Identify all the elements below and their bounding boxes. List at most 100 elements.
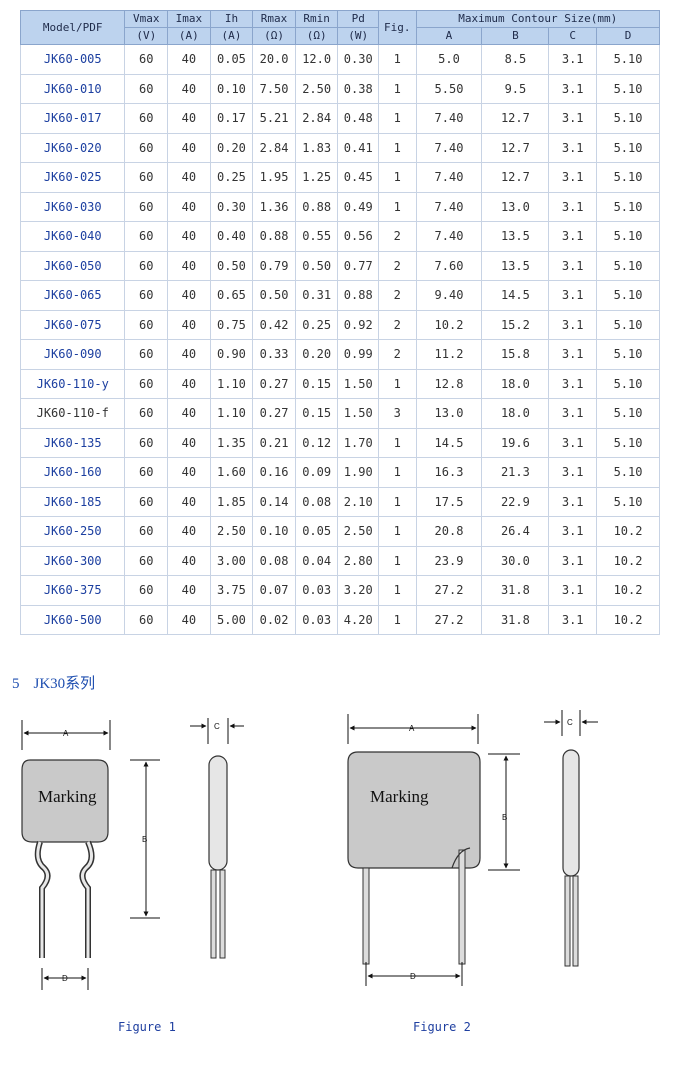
model-link[interactable]: JK60-160 — [19, 457, 126, 488]
model-link[interactable]: JK60-135 — [19, 427, 126, 458]
table-cell: 3.1 — [548, 191, 598, 222]
table-cell: 15.2 — [481, 309, 550, 340]
table-cell: 2.84 — [252, 132, 296, 163]
model-link[interactable]: JK60-065 — [19, 280, 126, 311]
header-rmin-unit: (Ω) — [294, 27, 339, 45]
table-cell: 22.9 — [481, 486, 550, 517]
table-cell: 1 — [378, 44, 417, 75]
table-cell: 7.40 — [415, 191, 483, 222]
table-cell: 0.08 — [252, 545, 296, 576]
model-link[interactable]: JK60-250 — [19, 516, 126, 547]
fig2-dim-d: D — [410, 972, 416, 981]
header-pd-unit: (W) — [337, 27, 379, 45]
header-imax-unit: (A) — [167, 27, 211, 45]
table-cell: 10.2 — [596, 545, 660, 576]
header-dim-a: A — [415, 27, 483, 45]
table-cell: 1 — [378, 457, 417, 488]
table-cell: 8.5 — [481, 44, 550, 75]
table-cell: 40 — [167, 221, 211, 252]
model-link[interactable]: JK60-110-y — [19, 368, 126, 399]
model-link[interactable]: JK60-300 — [19, 545, 126, 576]
table-cell: 60 — [124, 398, 169, 429]
table-cell: 0.05 — [209, 44, 254, 75]
table-cell: 5.10 — [596, 457, 660, 488]
table-cell: 40 — [167, 604, 211, 635]
model-link[interactable]: JK60-017 — [19, 103, 126, 134]
table-cell: 0.92 — [337, 309, 379, 340]
model-link[interactable]: JK60-090 — [19, 339, 126, 370]
table-cell: 40 — [167, 339, 211, 370]
table-cell: 1.60 — [209, 457, 254, 488]
model-link[interactable]: JK60-500 — [19, 604, 126, 635]
table-cell: 40 — [167, 44, 211, 75]
table-cell: 7.60 — [415, 250, 483, 281]
table-cell: 0.90 — [209, 339, 254, 370]
table-cell: 1.50 — [337, 368, 379, 399]
model-link[interactable]: JK60-005 — [19, 44, 126, 75]
table-cell: 60 — [124, 486, 169, 517]
model-link[interactable]: JK60-375 — [19, 575, 126, 606]
table-cell: 2 — [378, 309, 417, 340]
table-cell: 40 — [167, 132, 211, 163]
table-cell: 3.00 — [209, 545, 254, 576]
table-cell: 5.21 — [252, 103, 296, 134]
table-cell: 60 — [124, 73, 169, 104]
table-cell: 12.7 — [481, 103, 550, 134]
table-cell: 3.1 — [548, 575, 598, 606]
table-cell: 9.40 — [415, 280, 483, 311]
table-cell: 3.1 — [548, 162, 598, 193]
table-cell: 19.6 — [481, 427, 550, 458]
table-cell: 14.5 — [481, 280, 550, 311]
table-cell: 0.21 — [252, 427, 296, 458]
model-link: JK60-110-f — [19, 398, 126, 429]
table-cell: 31.8 — [481, 575, 550, 606]
table-cell: 60 — [124, 191, 169, 222]
table-cell: 40 — [167, 486, 211, 517]
table-cell: 23.9 — [415, 545, 483, 576]
table-cell: 27.2 — [415, 575, 483, 606]
table-cell: 0.42 — [252, 309, 296, 340]
table-cell: 60 — [124, 545, 169, 576]
table-cell: 40 — [167, 398, 211, 429]
table-cell: 0.25 — [209, 162, 254, 193]
table-cell: 0.05 — [294, 516, 339, 547]
table-cell: 3.1 — [548, 73, 598, 104]
table-cell: 1 — [378, 103, 417, 134]
model-link[interactable]: JK60-050 — [19, 250, 126, 281]
table-cell: 0.33 — [252, 339, 296, 370]
table-cell: 5.10 — [596, 132, 660, 163]
model-link[interactable]: JK60-020 — [19, 132, 126, 163]
table-cell: 0.55 — [294, 221, 339, 252]
model-link[interactable]: JK60-185 — [19, 486, 126, 517]
model-link[interactable]: JK60-040 — [19, 221, 126, 252]
table-cell: 60 — [124, 604, 169, 635]
table-cell: 0.02 — [252, 604, 296, 635]
table-cell: 5.10 — [596, 398, 660, 429]
table-cell: 7.40 — [415, 162, 483, 193]
model-link[interactable]: JK60-075 — [19, 309, 126, 340]
table-cell: 1.10 — [209, 398, 254, 429]
table-cell: 1.50 — [337, 398, 379, 429]
table-cell: 0.48 — [337, 103, 379, 134]
table-cell: 40 — [167, 516, 211, 547]
table-cell: 3.1 — [548, 280, 598, 311]
model-link[interactable]: JK60-010 — [19, 73, 126, 104]
model-link[interactable]: JK60-025 — [19, 162, 126, 193]
model-link[interactable]: JK60-030 — [19, 191, 126, 222]
table-cell: 3.1 — [548, 103, 598, 134]
table-cell: 5.10 — [596, 427, 660, 458]
table-cell: 3.75 — [209, 575, 254, 606]
table-cell: 3.1 — [548, 486, 598, 517]
table-cell: 0.31 — [294, 280, 339, 311]
table-cell: 5.0 — [415, 44, 483, 75]
table-cell: 60 — [124, 280, 169, 311]
